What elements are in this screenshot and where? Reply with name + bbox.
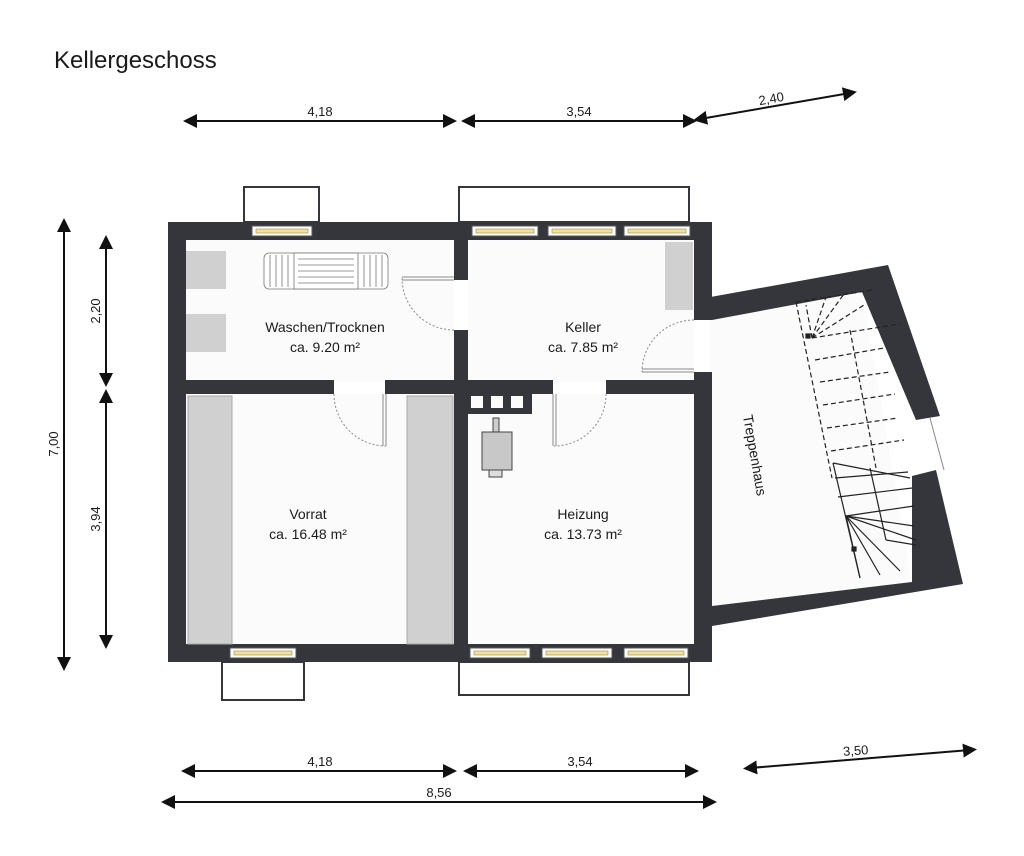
dim-left-inner-2: 3,94: [88, 506, 103, 531]
room-area-waschen: ca. 9.20 m²: [290, 339, 360, 355]
boiler: [481, 417, 513, 478]
shelf-left: [187, 395, 233, 645]
dim-top-1: 4,18: [307, 104, 332, 119]
room-area-heizung: ca. 13.73 m²: [544, 526, 622, 542]
door-leaves: [382, 276, 945, 471]
room-name-vorrat: Vorrat: [289, 506, 326, 522]
doors: [333, 277, 695, 447]
dim-bottom-1: 4,18: [307, 754, 332, 769]
dryer: [186, 314, 226, 352]
keller-cabinet: [665, 242, 693, 310]
dim-bottom-2: 3,54: [567, 754, 592, 769]
drying-rack: [263, 252, 389, 290]
dimension-labels: 4,18 3,54 2,40 7,00 2,20 3,94 4,18 3,54 …: [46, 89, 869, 800]
windows: [229, 225, 691, 659]
washing-machine: [186, 251, 226, 289]
dim-left-outer: 7,00: [46, 431, 61, 456]
chimney-flues: [471, 396, 523, 408]
dim-left-inner-1: 2,20: [88, 298, 103, 323]
dim-bottom-3: 3,50: [843, 742, 869, 759]
furniture: [186, 242, 693, 645]
room-labels: Waschen/Trocknen ca. 9.20 m² Keller ca. …: [265, 319, 770, 542]
room-name-keller: Keller: [565, 319, 601, 335]
shelf-right: [406, 395, 454, 645]
floor-title: Kellergeschoss: [54, 47, 217, 74]
dim-top-3: 2,40: [757, 89, 785, 108]
dimension-lines: [57, 87, 977, 809]
light-wells: [221, 186, 690, 701]
dim-top-2: 3,54: [566, 104, 591, 119]
room-name-waschen: Waschen/Trocknen: [265, 319, 385, 335]
staircase: [795, 289, 917, 579]
room-area-keller: ca. 7.85 m²: [548, 339, 618, 355]
room-area-vorrat: ca. 16.48 m²: [269, 526, 347, 542]
dim-bottom-total: 8,56: [426, 785, 451, 800]
room-name-heizung: Heizung: [557, 506, 608, 522]
